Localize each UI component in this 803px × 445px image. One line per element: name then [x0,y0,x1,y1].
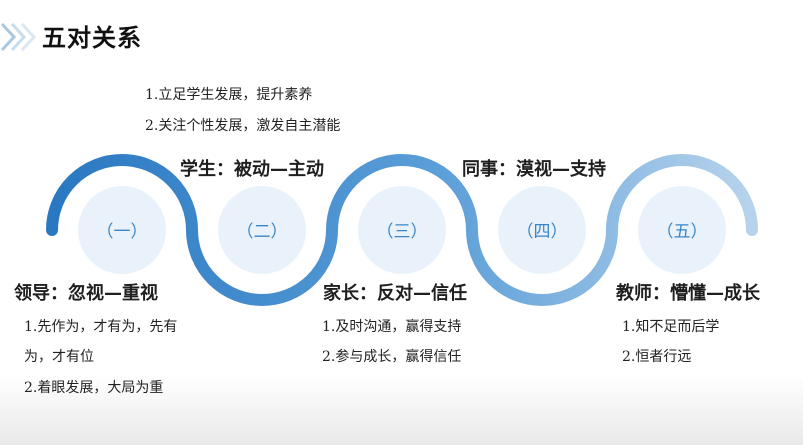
node-number-4: （四） [516,222,568,242]
node-circle-2 [218,186,306,274]
node-circle-4 [498,186,586,274]
leader-item-1: 1.先作为，才有为，先有 [24,319,178,335]
node-number-1: （一） [96,222,148,242]
parent-item-2: 2.参与成长，赢得信任 [322,349,462,365]
node-number-2: （二） [236,222,288,242]
node-circle-5 [638,186,726,274]
parent-heading: 家长：反对—信任 [323,283,467,304]
teacher-item-1: 1.知不足而后学 [622,319,720,335]
colleague-heading: 同事：漠视—支持 [462,159,606,180]
leader-item-3: 2.着眼发展，大局为重 [24,380,164,396]
chevron-deco-icon [0,22,37,52]
parent-item-1: 1.及时沟通，赢得支持 [322,319,462,335]
page-title: 五对关系 [42,24,142,52]
student-heading: 学生：被动—主动 [180,159,324,180]
wave-line [46,154,758,306]
leader-item-2: 为，才有位 [24,349,94,365]
bottom-fade [0,375,803,445]
leader-heading: 领导：忽视—重视 [14,283,158,304]
teacher-item-2: 2.恒者行远 [622,349,692,365]
student-item-1: 1.立足学生发展，提升素养 [145,87,313,103]
node-number-3: （三） [376,222,428,242]
node-circle-3 [358,186,446,274]
node-circle-1 [78,186,166,274]
node-number-5: （五） [656,222,708,242]
student-item-2: 2.关注个性发展，激发自主潜能 [145,118,341,134]
teacher-heading: 教师：懵懂—成长 [616,283,760,304]
